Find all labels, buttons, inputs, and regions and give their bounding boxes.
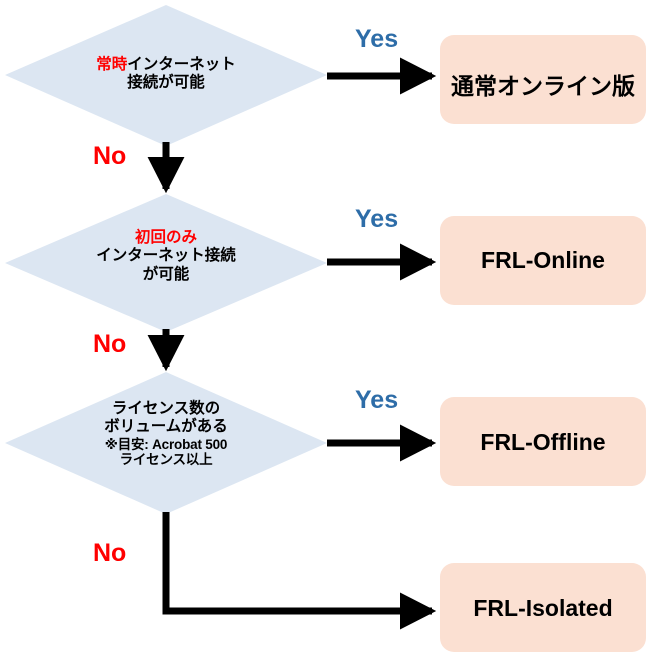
connector-no-3 xyxy=(162,512,437,630)
decision-shape-2 xyxy=(5,194,327,332)
result-shape-1 xyxy=(440,35,646,124)
result-shape-3 xyxy=(440,397,646,486)
decision-shape-3 xyxy=(5,372,327,514)
decision-shape-1 xyxy=(5,5,327,146)
result-shape-2 xyxy=(440,216,646,305)
result-shape-4 xyxy=(440,563,646,652)
